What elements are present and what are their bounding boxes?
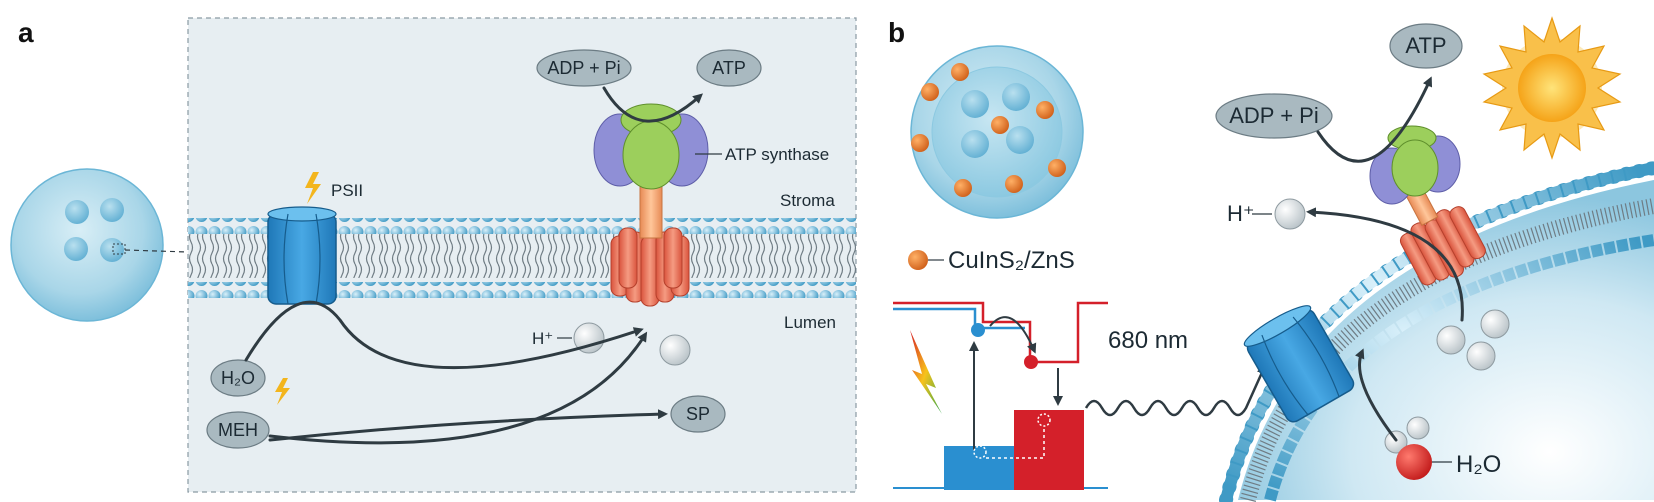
adp-label: ADP + Pi [547, 58, 620, 78]
meh-light-icon [275, 378, 290, 405]
lumen-label: Lumen [784, 313, 836, 332]
h-plus-label-b: H⁺ [1227, 201, 1255, 226]
adp-oval: ADP + Pi [536, 49, 632, 87]
atp-synthase [593, 103, 709, 307]
adp-label-b: ADP + Pi [1229, 103, 1318, 128]
water-molecule [1384, 416, 1432, 480]
meh-to-sp-arrow [268, 409, 668, 442]
psii-light-icon [305, 172, 321, 204]
chloroplast-cell [10, 168, 189, 322]
stroma-label: Stroma [780, 191, 835, 210]
panel-a: a PSII Stroma Lumen [10, 17, 857, 493]
proton-inside-2 [1480, 309, 1510, 339]
atp-label-b: ATP [1405, 33, 1446, 58]
band-diagram [893, 301, 1108, 490]
atp-synthase-fo [610, 227, 690, 307]
proton-efflux-arrow [1306, 207, 1464, 322]
psii-complex [267, 206, 337, 305]
proton-inside-1 [1436, 325, 1466, 355]
nanoparticles [911, 63, 1066, 197]
wavelength-label: 680 nm [1108, 327, 1188, 354]
proton-ball [573, 322, 605, 354]
h2o-label: H₂O [221, 368, 255, 388]
valence-band-red [1014, 410, 1084, 490]
nanoparticle-legend-label: CuInS₂/ZnS [948, 247, 1075, 274]
panel-b: b CuInS₂/ZnS [888, 16, 1654, 502]
meh-label: MEH [218, 420, 258, 440]
atp-synthase-b-head [1369, 125, 1461, 205]
legend-nanoparticle-swatch [908, 250, 928, 270]
atp-oval: ATP [696, 49, 762, 87]
adp-oval-b: ADP + Pi [1215, 93, 1333, 139]
atp-formation-arrow [602, 86, 703, 123]
atp-label: ATP [712, 58, 746, 78]
light-bolt-icon [910, 330, 942, 414]
atp-formation-arrow-b [1316, 76, 1433, 163]
atp-synthase-subunit-center [622, 120, 680, 190]
valence-band-blue [944, 446, 1014, 490]
sun-icon [1482, 16, 1622, 160]
proton-inside-3 [1466, 341, 1496, 371]
h-plus-label: H⁺ [532, 329, 553, 348]
panel-a-letter: a [18, 17, 34, 48]
emission-wave [1084, 364, 1267, 417]
water-oxidation-arrow-b [1355, 348, 1398, 442]
proton-ball-2 [659, 334, 691, 366]
sp-oval: SP [670, 395, 726, 433]
atp-synthase-b [1396, 170, 1486, 286]
h2o-label-b: H₂O [1456, 451, 1501, 478]
meh-proton-arrow [268, 331, 648, 445]
psii-complex-b [1243, 305, 1355, 423]
water-oxidation-arrow [244, 300, 644, 370]
psii-label: PSII [331, 181, 363, 200]
proton-ball-b [1274, 198, 1306, 230]
atp-oval-b: ATP [1389, 23, 1463, 69]
panel-b-letter: b [888, 17, 905, 48]
meh-oval: MEH [206, 411, 270, 449]
atp-synthase-label: ATP synthase [725, 145, 829, 164]
h2o-oval: H₂O [210, 359, 266, 397]
sp-label: SP [686, 404, 710, 424]
